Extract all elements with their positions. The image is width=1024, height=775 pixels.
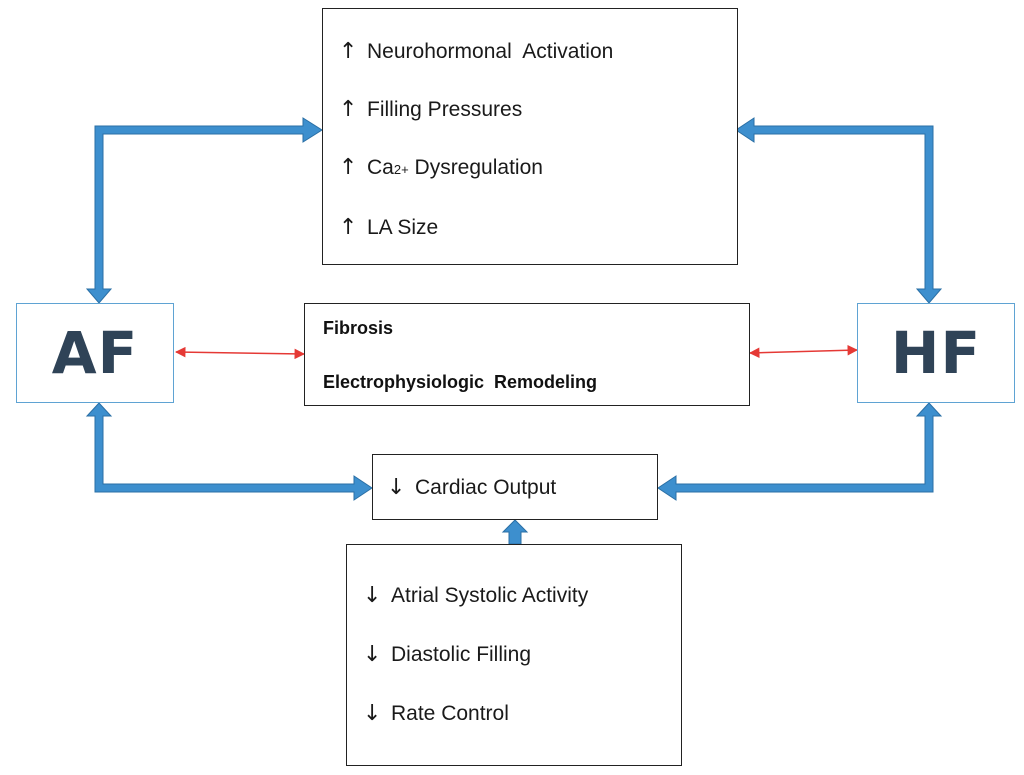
bottom-item-atrial-systolic: ↓ Atrial Systolic Activity: [363, 583, 588, 608]
bidirectional-arrow-middle-hf: [748, 345, 859, 358]
bottom-item-label: Rate Control: [391, 702, 509, 725]
flow-arrow-bottom-to-cardiac-output: [501, 519, 529, 545]
down-arrow-icon: ↓: [387, 475, 406, 500]
cardiac-output-box: ↓ Cardiac Output: [372, 454, 658, 520]
af-label: AF: [51, 319, 139, 387]
bottom-item-label: Atrial Systolic Activity: [391, 584, 589, 607]
flow-arrow-af-to-top: [85, 117, 323, 304]
hf-label: HF: [890, 319, 982, 387]
top-item-label: LA Size: [367, 216, 439, 239]
top-item-label: Neurohormonal Activation: [367, 40, 614, 63]
middle-item-fibrosis: Fibrosis: [323, 318, 394, 338]
bottom-factors-box: ↓ Atrial Systolic Activity ↓ Diastolic F…: [346, 544, 682, 766]
bottom-item-label: Diastolic Filling: [391, 643, 532, 666]
down-arrow-icon: ↓: [363, 642, 382, 667]
bottom-item-diastolic-filling: ↓ Diastolic Filling: [363, 642, 531, 667]
af-node: AF: [16, 303, 174, 403]
top-factors-box: ↑ Neurohormonal Activation ↑ Filling Pre…: [322, 8, 738, 265]
middle-item-remodeling: Electrophysiologic Remodeling: [323, 372, 598, 392]
middle-mechanisms-box: Fibrosis Electrophysiologic Remodeling: [304, 303, 750, 406]
flow-arrow-top-to-hf: [735, 117, 943, 304]
up-arrow-icon: ↑: [339, 39, 358, 64]
up-arrow-icon: ↑: [339, 97, 358, 122]
top-item-la-size: ↑ LA Size: [339, 215, 438, 240]
flow-arrow-hf-to-cardiac-output: [657, 402, 943, 501]
hf-node: HF: [857, 303, 1015, 403]
cardiac-output-label: Cardiac Output: [415, 476, 557, 499]
up-arrow-icon: ↑: [339, 155, 358, 180]
top-item-filling-pressures: ↑ Filling Pressures: [339, 97, 522, 122]
top-item-label-prefix: Ca: [367, 156, 394, 179]
flow-arrow-af-to-cardiac-output: [85, 402, 373, 501]
top-item-label: Filling Pressures: [367, 98, 523, 121]
down-arrow-icon: ↓: [363, 701, 382, 726]
top-item-label-suffix: Dysregulation: [408, 156, 543, 179]
top-item-neurohormonal: ↑ Neurohormonal Activation: [339, 39, 613, 64]
down-arrow-icon: ↓: [363, 583, 382, 608]
bidirectional-arrow-af-middle: [174, 346, 306, 360]
up-arrow-icon: ↑: [339, 215, 358, 240]
bottom-item-rate-control: ↓ Rate Control: [363, 701, 509, 726]
cardiac-output-item: ↓ Cardiac Output: [387, 475, 556, 500]
